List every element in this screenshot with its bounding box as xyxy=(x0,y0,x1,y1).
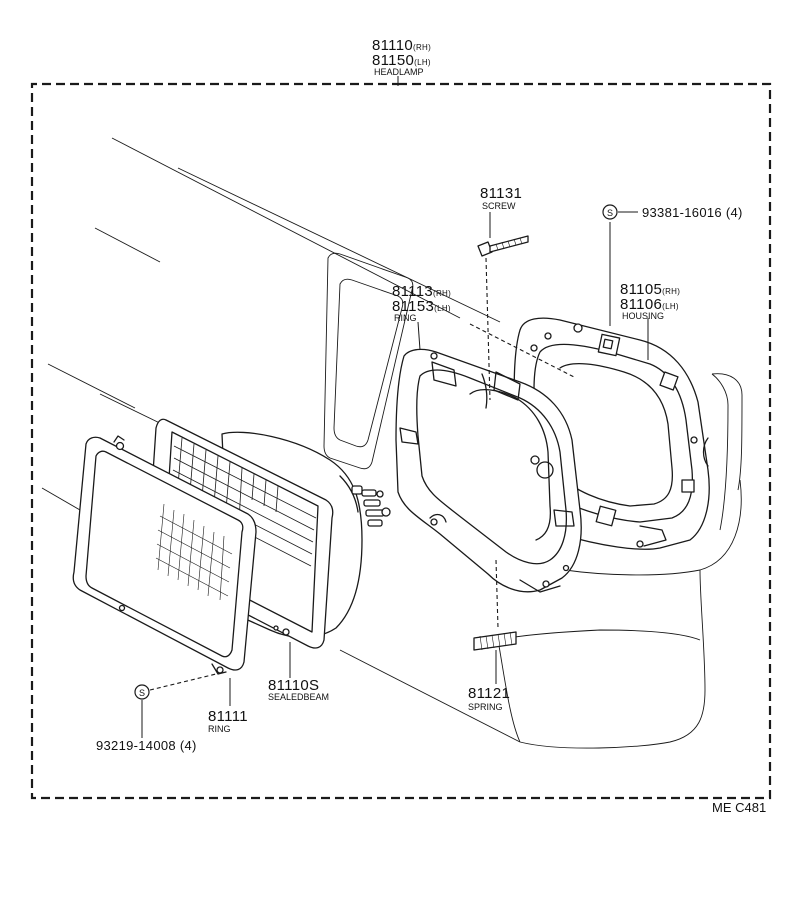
outer-ring-callout: 81111 RING xyxy=(208,708,248,734)
outer-ring-part xyxy=(72,435,257,675)
svg-text:81110(RH): 81110(RH) xyxy=(372,37,431,54)
svg-text:81153(LH): 81153(LH) xyxy=(392,298,451,315)
headlamp-lh-number: 81150 xyxy=(372,52,414,69)
figure-code: ME C481 xyxy=(712,800,766,815)
standard-part-s-mark-bottom: S xyxy=(139,688,145,698)
inner-ring-callout: 81113(RH) 81153(LH) RING xyxy=(392,283,451,323)
center-axis-dash xyxy=(469,323,577,379)
headlamp-callout: 81110(RH) 81150(LH) HEADLAMP xyxy=(372,37,431,77)
standard-part-s-circle-bottom xyxy=(134,684,150,700)
inner-ring-leader xyxy=(417,321,421,351)
adjusting-screw-part xyxy=(477,235,529,401)
sealed-beam-terminals xyxy=(351,485,391,527)
outer-ring-name: RING xyxy=(208,724,231,734)
svg-text:81105(RH): 81105(RH) xyxy=(620,281,680,298)
housing-screw-standard-number: 93381-16016 (4) xyxy=(642,205,743,220)
inner-ring-part xyxy=(395,348,582,593)
svg-text:81113(RH): 81113(RH) xyxy=(392,283,451,300)
sealed-beam-callout: 81110S SEALEDBEAM xyxy=(268,677,329,702)
housing-rh-tag: (RH) xyxy=(662,287,680,296)
inner-ring-lh-tag: (LH) xyxy=(434,304,451,313)
housing-lh-number: 81106 xyxy=(620,296,662,313)
spring-callout: 81121 SPRING xyxy=(468,685,510,712)
inner-ring-lh-number: 81153 xyxy=(392,298,434,315)
inner-ring-name: RING xyxy=(394,313,417,323)
outer-ring-number: 81111 xyxy=(208,708,248,725)
screw-name: SCREW xyxy=(482,201,516,211)
vehicle-body-outline xyxy=(41,137,743,749)
svg-text:81106(LH): 81106(LH) xyxy=(620,296,679,313)
body-opening-outline xyxy=(323,252,414,470)
headlamp-rh-tag: (RH) xyxy=(413,43,431,52)
headlamp-name: HEADLAMP xyxy=(374,67,424,77)
ring-screw-standard-number: 93219-14008 (4) xyxy=(96,738,197,753)
screw-number: 81131 xyxy=(480,185,522,202)
assembly-frame xyxy=(30,82,772,800)
standard-part-s-mark-top: S xyxy=(607,208,613,218)
housing-rh-number: 81105 xyxy=(620,281,662,298)
outer-ring-lens-grid xyxy=(155,503,233,601)
svg-text:81150(LH): 81150(LH) xyxy=(372,52,431,69)
housing-name: HOUSING xyxy=(622,311,664,321)
standard-part-s-circle-top xyxy=(602,204,618,220)
housing-lh-tag: (LH) xyxy=(662,302,679,311)
inner-ring-rh-number: 81113 xyxy=(392,283,433,300)
inner-ring-rh-tag: (RH) xyxy=(433,289,451,298)
spring-part xyxy=(473,559,517,651)
screw-callout: 81131 SCREW xyxy=(480,185,522,211)
sealed-beam-name: SEALEDBEAM xyxy=(268,692,329,702)
ring-screw-dash xyxy=(149,673,217,691)
sealed-beam-number: 81110S xyxy=(268,677,319,694)
housing-callout: 81105(RH) 81106(LH) HOUSING xyxy=(620,281,680,321)
spring-number: 81121 xyxy=(468,685,510,702)
spring-name: SPRING xyxy=(468,702,503,712)
headlamp-lh-tag: (LH) xyxy=(414,58,431,67)
headlamp-rh-number: 81110 xyxy=(372,37,413,54)
